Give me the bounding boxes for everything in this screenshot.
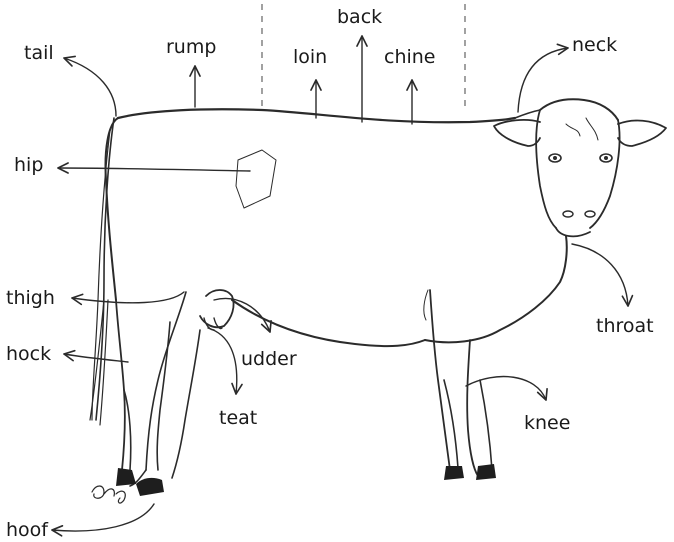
label-thigh: thigh	[6, 289, 55, 308]
signature-mark	[92, 486, 125, 503]
label-udder: udder	[241, 350, 297, 369]
hip-arrow	[58, 168, 250, 171]
label-loin: loin	[293, 48, 327, 67]
knee-arrow	[466, 377, 546, 400]
label-hip: hip	[14, 156, 43, 175]
label-hock: hock	[6, 345, 51, 364]
throat-arrow	[572, 244, 628, 306]
label-chine: chine	[384, 48, 436, 67]
label-knee: knee	[524, 414, 570, 433]
teat-arrow	[208, 328, 237, 394]
label-tail: tail	[24, 44, 54, 63]
cow-body	[90, 109, 567, 496]
label-hoof: hoof	[6, 521, 48, 540]
hock-arrow	[64, 354, 128, 362]
thigh-arrow	[72, 292, 184, 303]
label-back: back	[337, 8, 382, 27]
label-teat: teat	[219, 409, 257, 428]
label-neck: neck	[572, 36, 617, 55]
neck-arrow	[518, 48, 568, 112]
cow-head	[494, 99, 666, 236]
label-throat: throat	[596, 317, 654, 336]
hoof-arrow	[52, 504, 154, 531]
tail-arrow	[64, 58, 116, 116]
label-rump: rump	[166, 38, 216, 57]
